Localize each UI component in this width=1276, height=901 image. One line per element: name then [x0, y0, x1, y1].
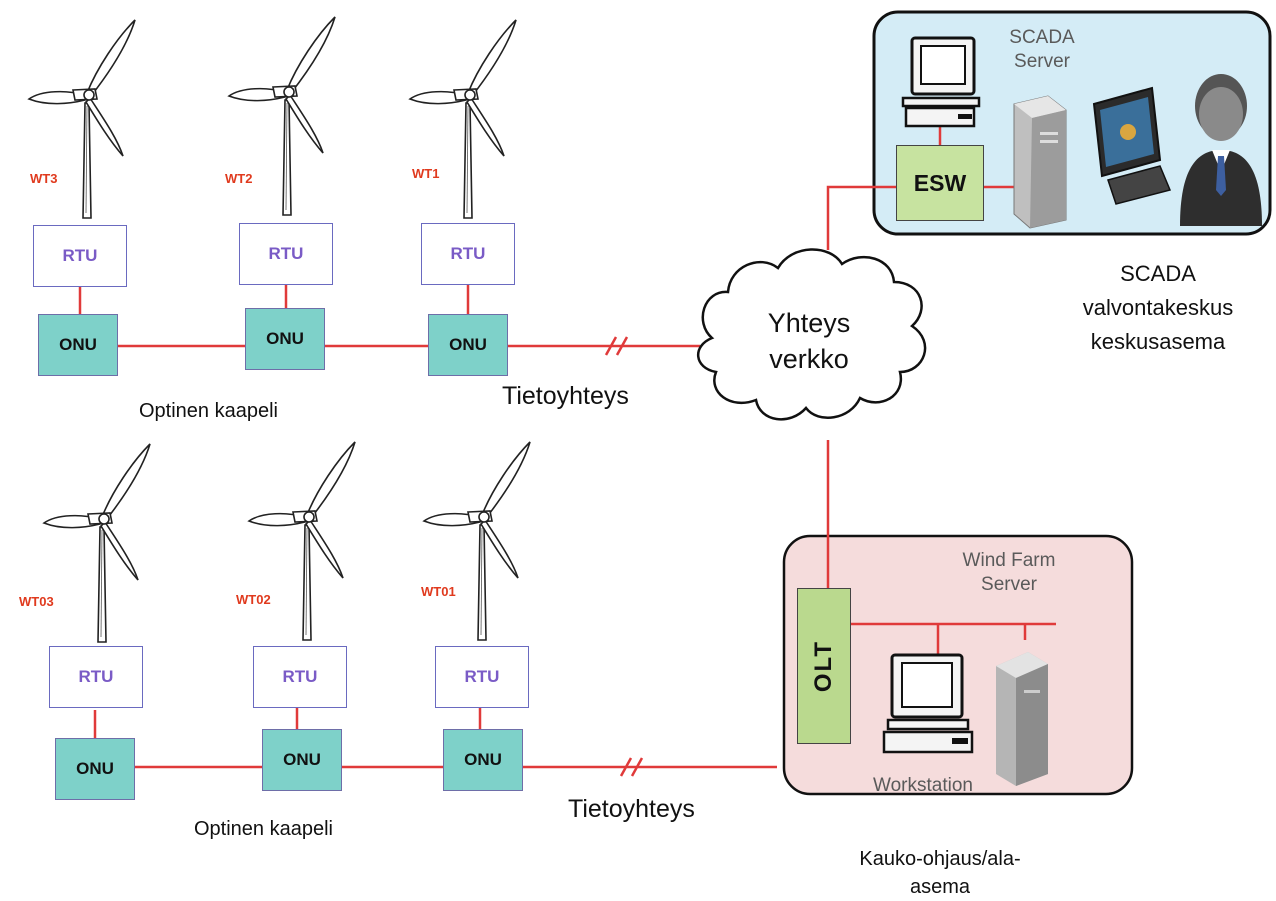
turbine-label: WT3 [30, 171, 58, 186]
onu-box: ONU [55, 738, 135, 800]
scada-caption-line1: SCADA [1120, 261, 1196, 286]
cable-label: Optinen kaapeli [139, 400, 278, 422]
olt-unit: OLT [797, 588, 851, 744]
cloud-label-line1: Yhteys [767, 308, 851, 338]
esw-switch: ESW [896, 145, 984, 221]
onu-box: ONU [245, 308, 325, 370]
scada-caption-line3: keskusasema [1090, 329, 1226, 354]
link-label: Tietoyhteys [568, 795, 695, 823]
scada-caption-line2: valvontakeskus [1082, 295, 1234, 320]
rtu-box: RTU [49, 646, 143, 708]
turbine-label: WT02 [236, 592, 271, 607]
windfarm-caption-line1: Kauko-ohjaus/ala- [859, 848, 1021, 870]
rtu-box: RTU [33, 225, 127, 287]
rtu-box: RTU [253, 646, 347, 708]
turbine-label: WT1 [412, 166, 440, 181]
onu-box: ONU [428, 314, 508, 376]
turbine-label: WT2 [225, 171, 253, 186]
onu-box: ONU [38, 314, 118, 376]
turbine-label: WT01 [421, 584, 456, 599]
windfarm-server-label-line2: Server [981, 574, 1037, 595]
scada-caption: SCADA valvontakeskus keskusasema [1058, 257, 1258, 359]
onu-box: ONU [262, 729, 342, 791]
cloud-label: Yhteys verkko [734, 305, 884, 377]
link-lines [78, 127, 1056, 769]
windfarm-server-label-line1: Wind Farm [962, 550, 1056, 571]
windfarm-caption: Kauko-ohjaus/ala- asema [820, 845, 1060, 901]
computer-icon [882, 653, 974, 754]
wind-turbine-icon [423, 441, 531, 641]
rtu-box: RTU [435, 646, 529, 708]
windfarm-server-label: Wind Farm Server [944, 549, 1074, 597]
windfarm-caption-line2: asema [909, 876, 971, 898]
wind-turbine-icon [43, 443, 151, 643]
olt-label: OLT [810, 639, 837, 693]
scada-server-label-line2: Server [1014, 51, 1070, 72]
scada-server-label-line1: SCADA [1009, 27, 1075, 48]
onu-box: ONU [443, 729, 523, 791]
cloud-icon [696, 248, 927, 421]
wind-turbine-icon [409, 19, 517, 219]
wind-turbine-icon [248, 441, 356, 641]
scada-server-label: SCADA Server [1000, 26, 1084, 74]
cable-label: Optinen kaapeli [194, 818, 333, 840]
rtu-box: RTU [421, 223, 515, 285]
cloud-label-line2: verkko [769, 344, 849, 374]
turbine-label: WT03 [19, 594, 54, 609]
touch-monitor-icon [1092, 86, 1172, 205]
workstation-label: Workstation [873, 775, 973, 796]
computer-icon [901, 36, 981, 128]
server-tower-icon [1013, 95, 1067, 229]
server-tower-icon [996, 652, 1048, 786]
user-avatar-icon [1180, 74, 1262, 226]
link-label: Tietoyhteys [502, 382, 629, 410]
rtu-box: RTU [239, 223, 333, 285]
break-markers [604, 336, 644, 777]
wind-turbine-icon [28, 19, 136, 219]
